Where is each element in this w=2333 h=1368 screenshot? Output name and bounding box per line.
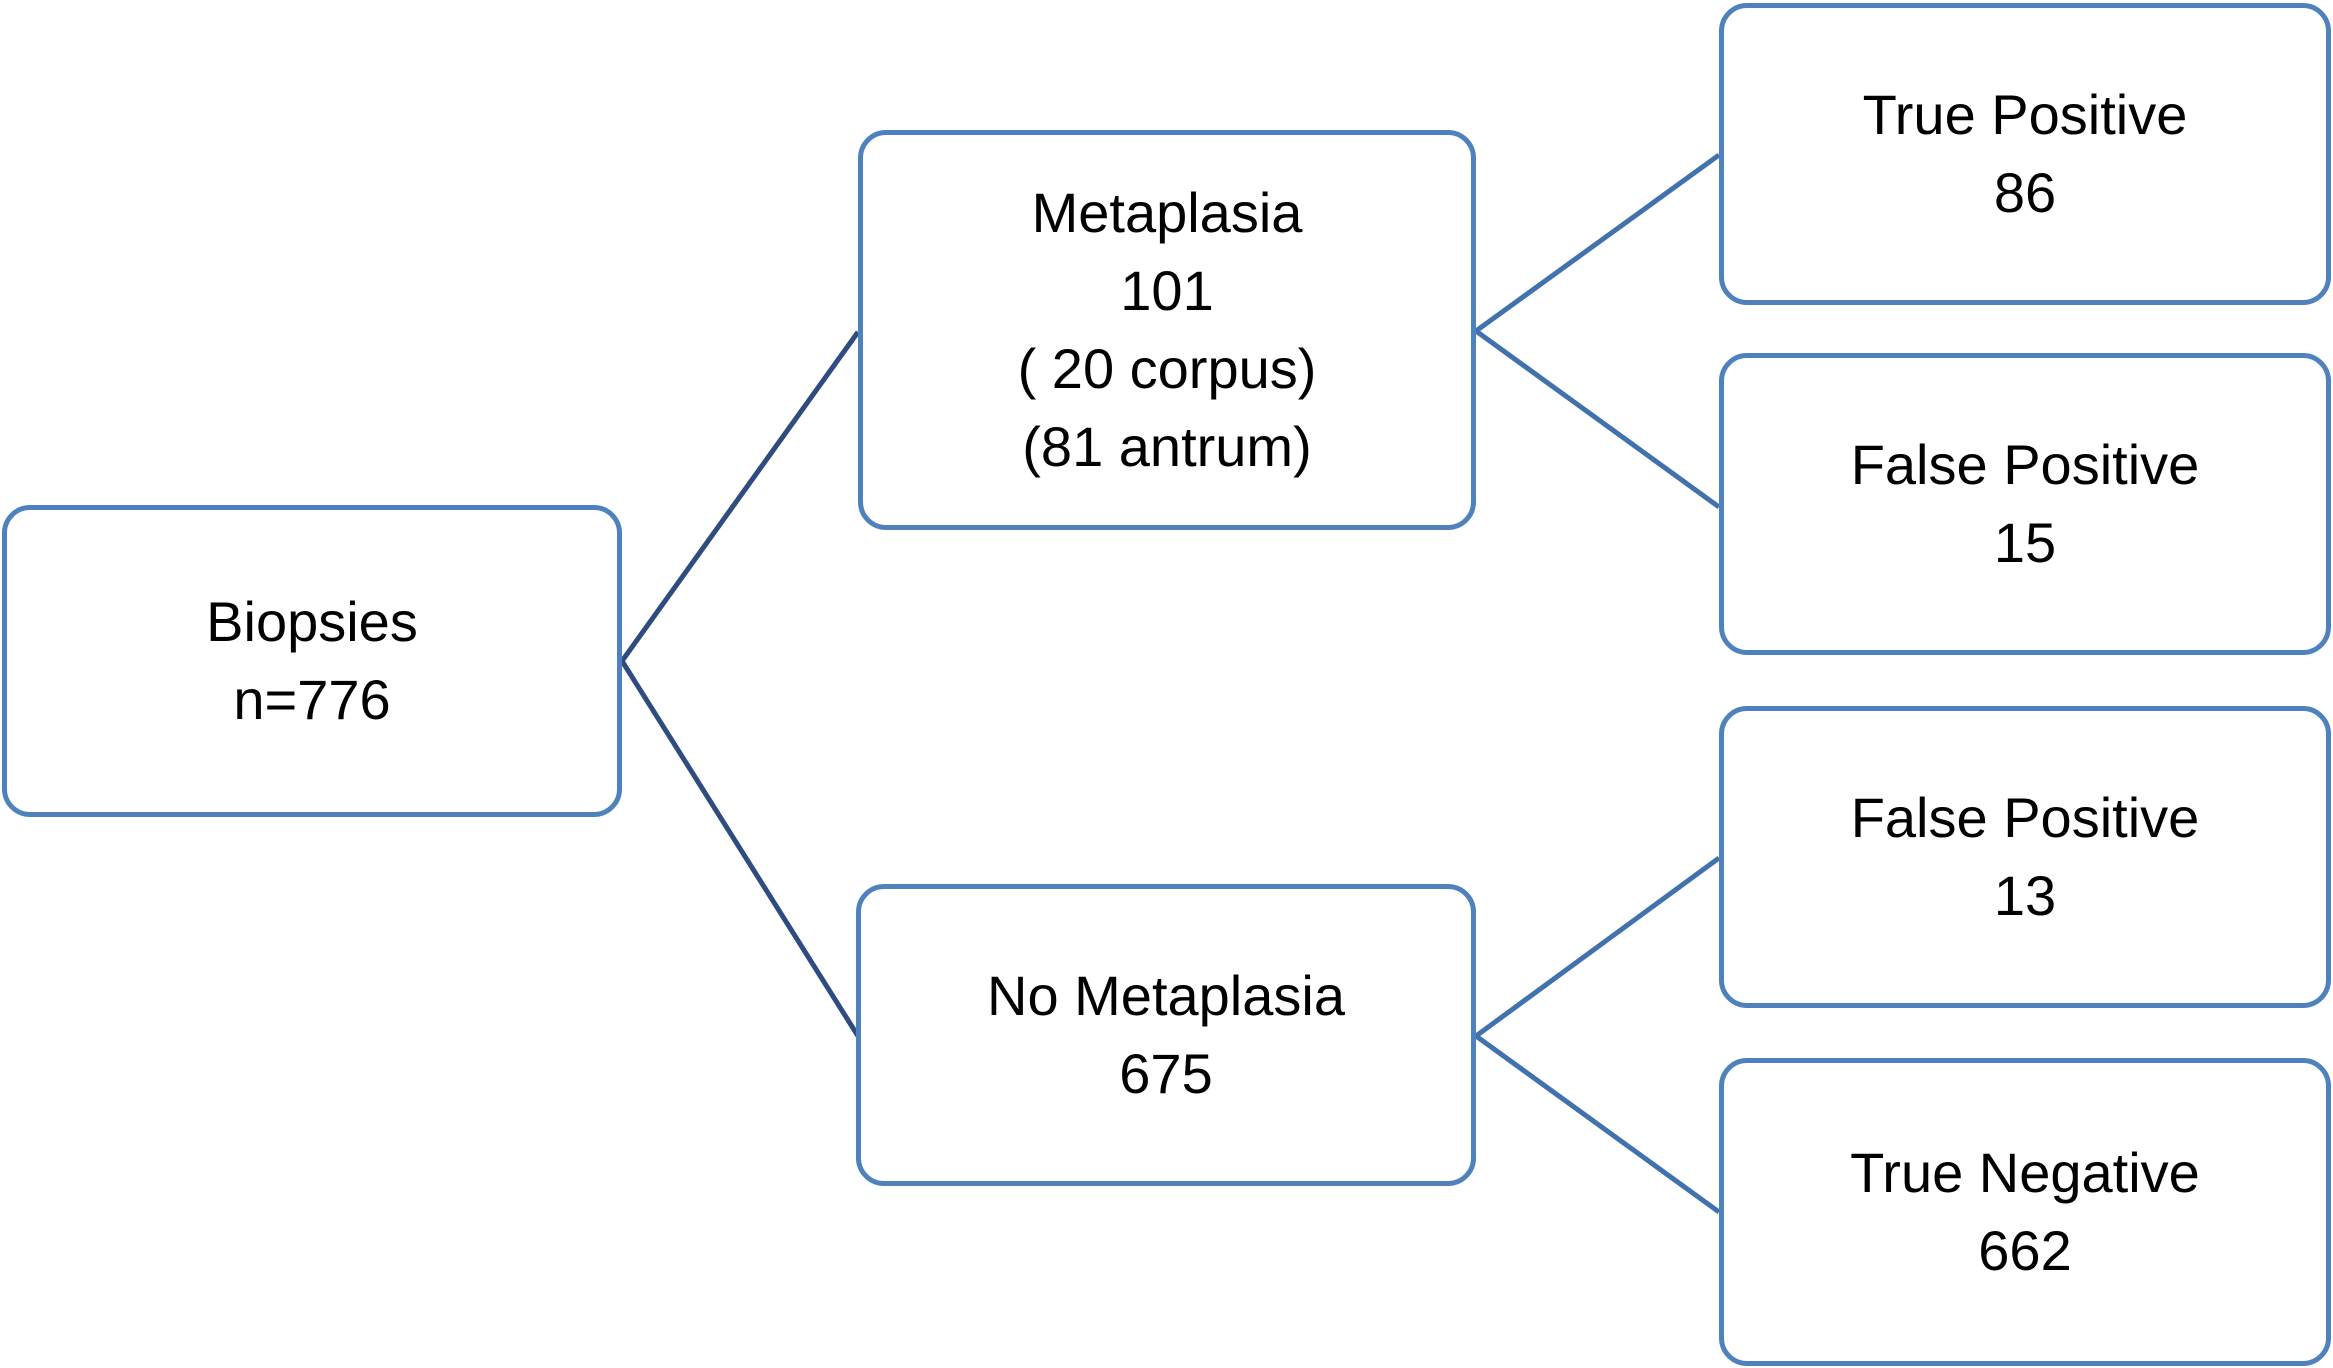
node-false-positive-no-metaplasia[interactable]: False Positive 13 (1719, 706, 2331, 1008)
node-false-positive-no-metaplasia-line-1: False Positive (1850, 786, 2200, 849)
node-true-positive-line-2: 86 (1993, 161, 2057, 224)
edge-metaplasia-to-true-positive (1474, 152, 1721, 334)
node-biopsies[interactable]: Biopsies n=776 (2, 505, 622, 817)
edge-root-to-metaplasia (619, 330, 861, 663)
node-true-positive[interactable]: True Positive 86 (1719, 3, 2331, 305)
node-no-metaplasia-line-2: 675 (1119, 1042, 1213, 1105)
node-biopsies-line-2: n=776 (233, 668, 391, 731)
edge-no-metaplasia-to-false-positive (1474, 855, 1721, 1039)
node-false-positive-metaplasia-line-2: 15 (1993, 511, 2057, 574)
node-metaplasia[interactable]: Metaplasia 101 ( 20 corpus) (81 antrum) (858, 130, 1476, 530)
node-true-positive-line-1: True Positive (1862, 83, 2188, 146)
node-biopsies-line-1: Biopsies (206, 590, 418, 653)
node-true-negative-line-2: 662 (1978, 1219, 2072, 1282)
edge-metaplasia-to-false-positive (1474, 328, 1721, 510)
edge-no-metaplasia-to-true-negative (1474, 1033, 1721, 1215)
node-metaplasia-line-4: (81 antrum) (1022, 415, 1312, 478)
node-true-negative-line-1: True Negative (1850, 1141, 2200, 1204)
node-false-positive-metaplasia[interactable]: False Positive 15 (1719, 353, 2331, 655)
node-false-positive-no-metaplasia-line-2: 13 (1993, 864, 2057, 927)
node-no-metaplasia[interactable]: No Metaplasia 675 (856, 884, 1476, 1186)
node-metaplasia-line-2: 101 (1120, 259, 1214, 322)
node-metaplasia-line-3: ( 20 corpus) (1017, 337, 1317, 400)
edge-root-to-no-metaplasia (619, 659, 861, 1038)
node-false-positive-metaplasia-line-1: False Positive (1850, 433, 2200, 496)
node-no-metaplasia-line-1: No Metaplasia (987, 964, 1345, 1027)
node-true-negative[interactable]: True Negative 662 (1719, 1058, 2331, 1366)
node-metaplasia-line-1: Metaplasia (1031, 181, 1303, 244)
